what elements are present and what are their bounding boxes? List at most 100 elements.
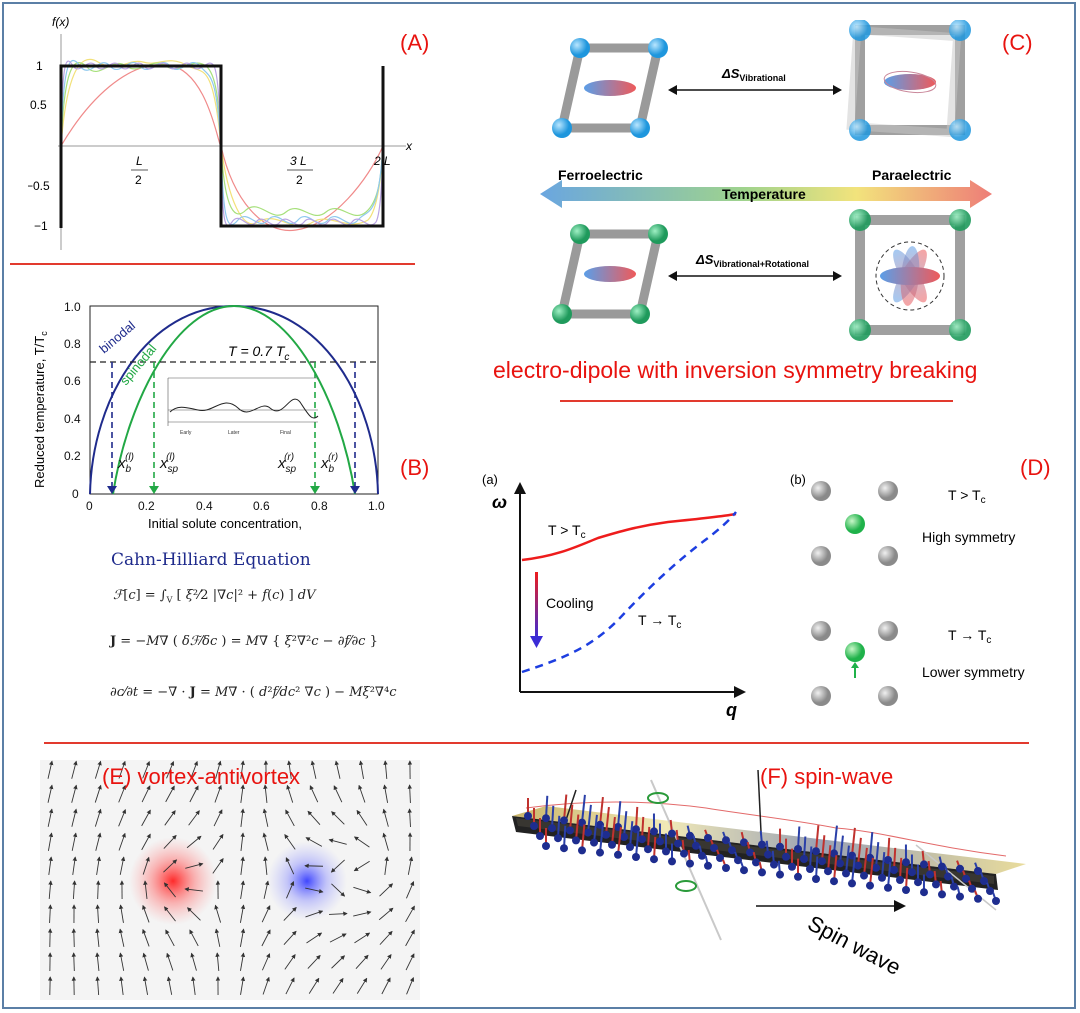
panel-a-fourier-plot: f(x) x 1 0.5 −0.5 −1 L 2 3 L 2 2 L [28,15,413,250]
equation-free-energy: ℱ[c] = ∫V [ ξ²⁄2 |∇c|² + f(c) ] dV [113,588,316,605]
e-field-arrow [141,809,151,827]
a-xtick-3l-den: 2 [296,173,303,187]
f-spin-arrow [869,832,874,858]
f-spin-arrow [851,855,856,884]
a-xtick-l-num: L [136,154,143,168]
c-delta-top-main: ΔS [721,66,740,81]
b-marker-spr: xsp(r) [277,452,297,475]
f-spin-site [716,854,724,862]
c-temperature-label: Temperature [722,186,806,202]
e-field-arrow [118,904,124,923]
b-binodal-curve [89,304,379,495]
f-spin-arrow [851,827,856,856]
b-xtick-04: 0.4 [196,499,213,513]
f-spin-site [812,847,820,856]
b-arrow-br [350,486,360,494]
c-para-frame-top-ghost [846,25,962,138]
e-field-arrow [166,952,174,971]
e-field-arrow [263,856,268,876]
e-field-arrow [240,832,245,851]
b-marker-spl-x: x [159,455,168,472]
d-x-axis-head [734,686,746,698]
e-field-arrow [118,760,126,779]
c-rotation-circle [875,241,945,311]
d-displacement-arrow-head [851,662,859,668]
f-spin-site [812,875,820,883]
f-spin-site [752,858,760,867]
c-delta-top-sub: Vibrational [739,73,785,83]
f-spin-arrow [839,835,844,864]
b-marker-bl: xb(l) [117,452,134,475]
f-spin-site [956,864,964,873]
b-ylabel-main: Reduced temperature, T/T [32,336,47,488]
e-field-arrow [378,907,394,921]
a-ytick-m05: −0.5 [28,179,50,193]
f-spin-site [818,857,826,866]
e-arrow-field [47,760,415,996]
d-t-to-main: T → T [638,612,677,628]
f-spin-site [728,846,736,855]
c-atom [949,119,971,141]
e-field-arrow [189,929,199,947]
c-delta-bottom-main: ΔS [695,252,714,267]
separator-a [10,263,415,265]
c-atom [648,224,668,244]
e-field-arrow [94,808,102,827]
f-spin-site [644,845,652,854]
e-field-arrow [71,784,78,803]
e-field-arrow [240,808,245,827]
b-spinodal-label: spinodal [117,341,160,388]
f-spin-site [614,850,622,859]
c-atom [949,209,971,231]
c-delta-bottom: ΔSVibrational+Rotational [695,252,809,269]
b-xtick-10: 1.0 [368,499,385,513]
f-spin-site [668,829,676,838]
e-field-arrow [185,862,204,869]
e-field-arrow [354,932,371,944]
f-spin-site [626,843,634,851]
e-field-arrow [142,928,150,947]
f-spin-site [584,828,592,837]
separator-middle [44,742,1029,744]
e-field-arrow [118,808,127,827]
e-field-arrow [71,952,77,972]
e-field-arrow [95,832,102,851]
e-field-arrow [95,904,100,924]
f-spin-site [560,844,568,853]
f-spin-site [746,848,754,857]
e-field-arrow [356,809,368,826]
e-field-arrow [240,976,246,995]
e-field-arrow [407,808,412,828]
e-field-arrow [164,906,176,922]
b-arrow-spr [310,486,320,494]
f-spin-site [656,837,664,846]
d-t-above-sub: c [581,530,586,541]
e-field-arrow [353,860,370,872]
d-b-t-above-main: T > T [948,487,981,503]
f-spin-site [668,857,676,866]
f-spin-site [938,862,946,871]
f-spin-site [974,867,982,875]
b-marker-spr-x: x [277,455,286,472]
f-spin-site [590,838,598,847]
f-precession-ring-2 [675,880,697,892]
e-field-arrow [48,856,53,875]
d-t-above: T > Tc [548,522,586,541]
f-spin-arrow [617,801,622,828]
f-spin-site [710,844,718,852]
c-atom [630,118,650,138]
f-pointer-2 [757,769,762,833]
panel-a-label: (A) [400,30,430,55]
f-spin-site [926,870,934,879]
panel-f-label: (F) spin-wave [760,764,894,789]
f-spin-site [608,840,616,849]
b-marker-br-sub: b [329,464,335,475]
f-spin-site [920,860,928,869]
f-spin-site [758,868,766,877]
f-spin-site [944,872,952,881]
e-field-arrow [163,834,177,849]
panel-c-dipole-diagram: ΔSVibrational Ferroelectric Paraelectric… [540,20,992,341]
d-high-symmetry: High symmetry [922,529,1015,545]
e-field-arrow [184,887,203,892]
d-t-above-main: T > T [548,522,581,538]
